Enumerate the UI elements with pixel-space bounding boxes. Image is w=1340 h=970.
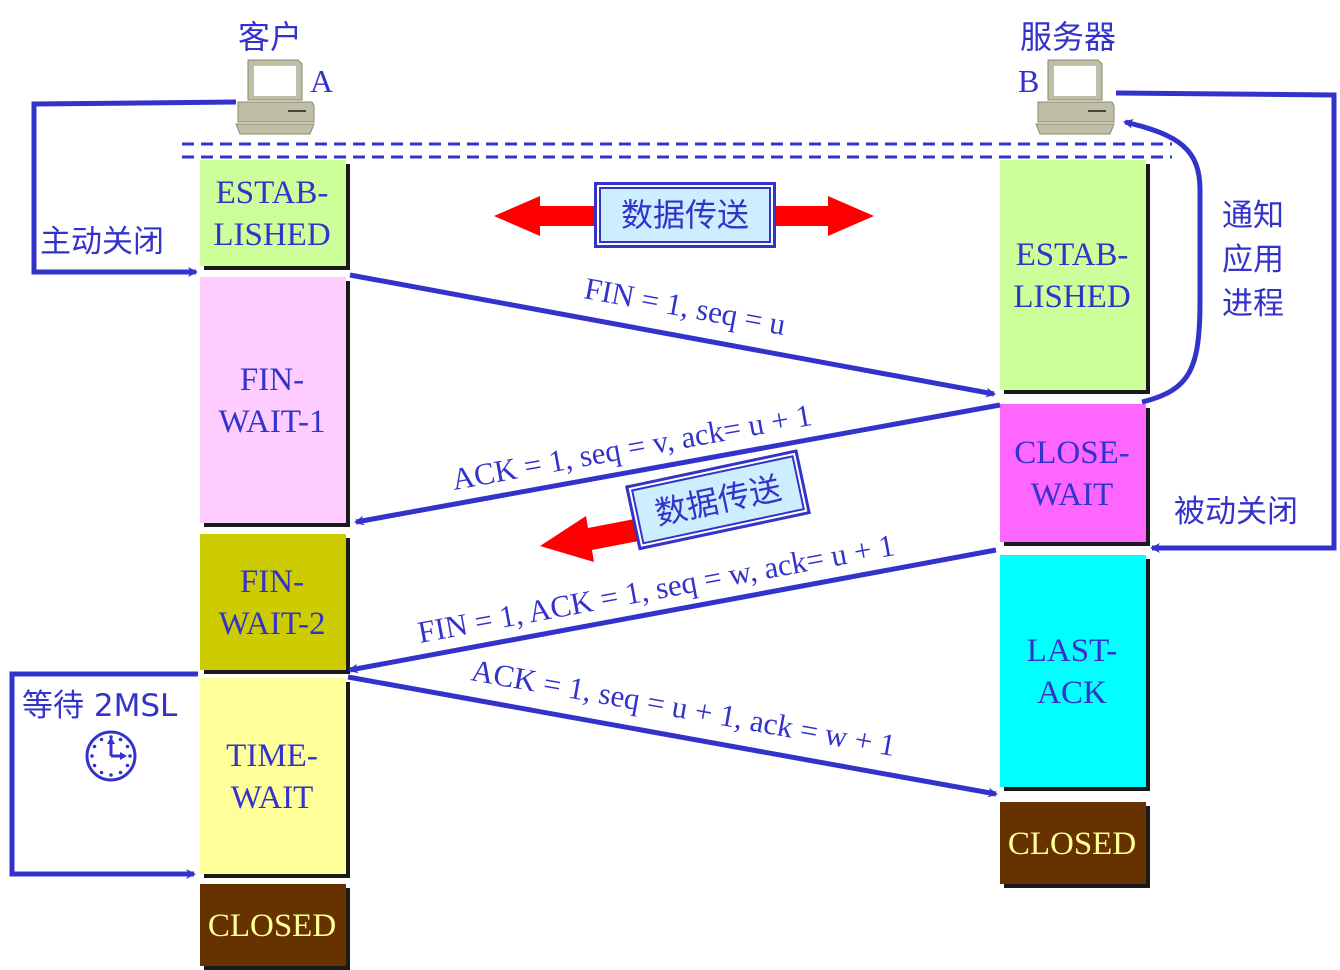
state-label: WAIT <box>1031 477 1113 513</box>
state-box <box>200 534 346 670</box>
state-label: LISHED <box>1013 279 1130 315</box>
state-box <box>200 884 346 966</box>
server-state-closed: CLOSED <box>1000 802 1150 888</box>
state-label: WAIT-2 <box>219 606 326 642</box>
svg-text:应用: 应用 <box>1222 242 1284 278</box>
state-label: LAST- <box>1027 633 1117 669</box>
state-box <box>1000 802 1146 884</box>
client-state-fin-wait-2: FIN- WAIT-2 <box>200 534 350 674</box>
server-state-last-ack: LAST- ACK <box>1000 555 1150 791</box>
active-close-arrow <box>31 99 237 277</box>
data-transfer-one-way: 数据传送 <box>540 449 811 562</box>
state-label: CLOSED <box>208 908 336 944</box>
data-arrow-right-icon <box>770 196 874 236</box>
state-label: ACK <box>1037 675 1107 711</box>
client-state-closed: CLOSED <box>200 884 350 970</box>
data-transfer-bidirectional: 数据传送 <box>494 182 874 248</box>
state-label: CLOSED <box>1008 826 1136 862</box>
state-box <box>1000 555 1146 787</box>
client-state-fin-wait-1: FIN- WAIT-1 <box>200 277 350 527</box>
server-title: 服务器 <box>1020 18 1116 56</box>
message-arrow-fin <box>349 272 996 398</box>
state-box <box>200 277 346 523</box>
passive-close-label: 被动关闭 <box>1174 494 1298 530</box>
state-label: FIN- <box>240 362 304 398</box>
server-state-column: ESTAB- LISHED CLOSE- WAIT LAST- ACK CLOSED <box>1000 160 1150 888</box>
message-arrow-final-ack <box>347 674 998 798</box>
data-arrow-left-icon <box>540 516 644 562</box>
state-box <box>200 678 346 874</box>
notify-app-arrow <box>1123 118 1203 405</box>
message-label-fin: FIN = 1, seq = u <box>582 270 789 342</box>
state-label: ESTAB- <box>1016 237 1129 273</box>
server-state-established: ESTAB- LISHED <box>1000 160 1150 394</box>
server-state-close-wait: CLOSE- WAIT <box>1000 404 1150 546</box>
passive-close-arrow <box>1115 90 1337 553</box>
state-label: TIME- <box>226 738 318 774</box>
data-transfer-label: 数据传送 <box>621 196 749 234</box>
state-box <box>1000 404 1146 542</box>
state-label: FIN- <box>240 564 304 600</box>
data-arrow-left-icon <box>494 196 600 236</box>
clock-icon <box>85 730 137 782</box>
svg-text:通知: 通知 <box>1222 198 1284 234</box>
server-letter: B <box>1018 63 1039 99</box>
state-label: LISHED <box>213 217 330 253</box>
client-letter: A <box>310 63 333 99</box>
message-arrow-ack <box>354 402 1001 526</box>
wait-2msl-arrow <box>9 671 198 879</box>
state-label: WAIT <box>231 780 313 816</box>
client-state-established: ESTAB- LISHED <box>200 160 350 270</box>
client-computer-icon <box>235 59 315 135</box>
svg-text:进程: 进程 <box>1222 286 1284 322</box>
state-label: ESTAB- <box>216 175 329 211</box>
notify-app-label: 通知 应用 进程 <box>1222 198 1284 322</box>
wait-2msl-label: 等待 2MSL <box>22 688 178 724</box>
server-computer-icon <box>1035 59 1115 135</box>
message-arrow-fin-ack <box>348 547 997 674</box>
state-box <box>1000 160 1146 390</box>
message-label-final-ack: ACK = 1, seq = u + 1, ack = w + 1 <box>469 652 899 763</box>
client-title: 客户 <box>238 18 302 56</box>
active-close-label: 主动关闭 <box>40 224 164 260</box>
state-label: WAIT-1 <box>219 404 326 440</box>
state-box <box>200 160 346 266</box>
client-state-time-wait: TIME- WAIT <box>200 678 350 878</box>
client-state-column: ESTAB-LISHEDFIN-WAIT-1FIN-WAIT-2TIME-WAI… <box>200 160 350 970</box>
state-label: CLOSE- <box>1014 435 1130 471</box>
